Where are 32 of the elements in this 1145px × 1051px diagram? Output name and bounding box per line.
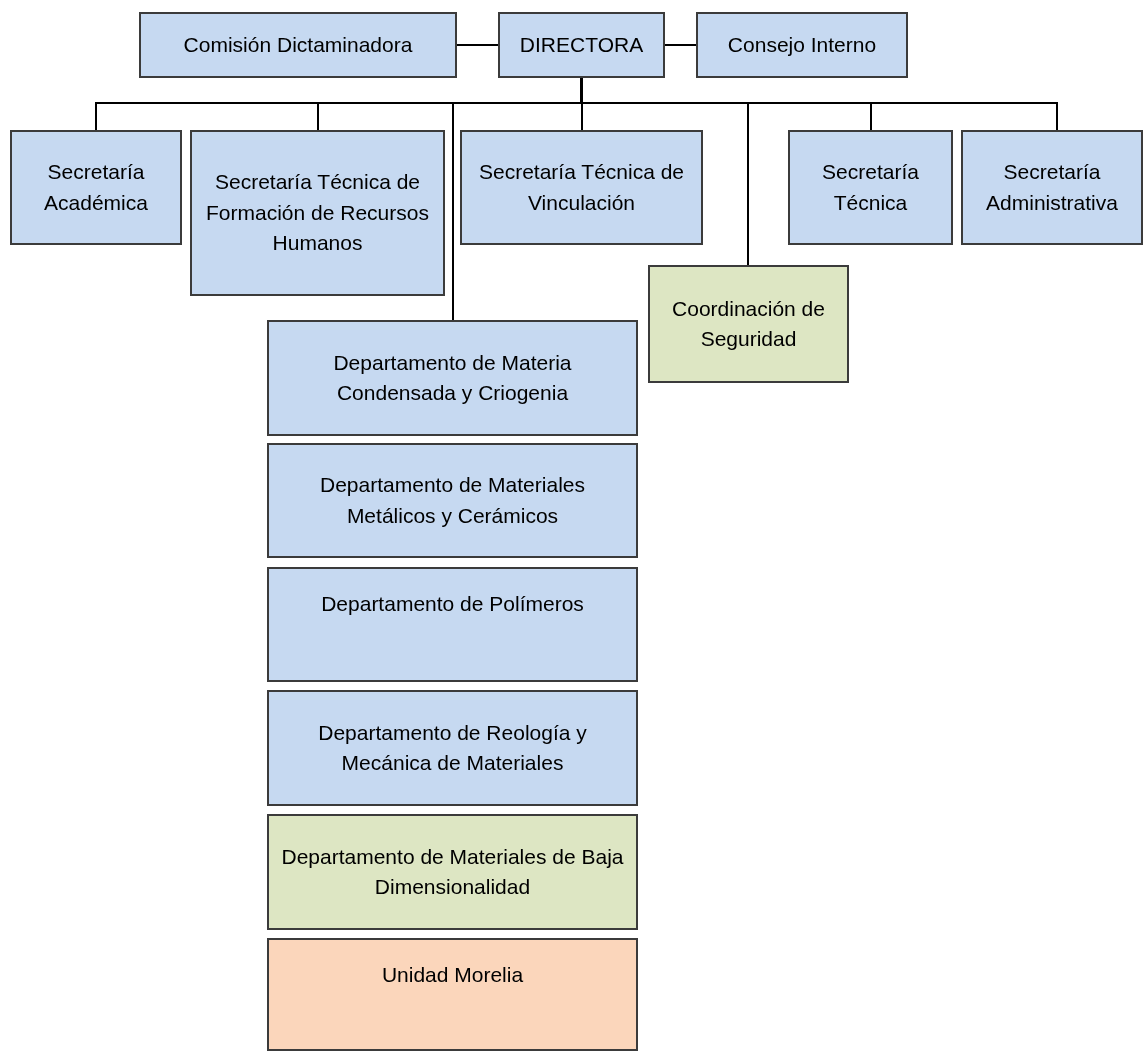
unit-name: Unidad Morelia xyxy=(381,962,524,988)
unit-name: Coordinación de Seguridad xyxy=(671,295,826,352)
org-unit-box xyxy=(648,265,849,383)
org-unit-box xyxy=(267,567,638,682)
org-unit-box xyxy=(961,130,1143,245)
unit-name: Departamento de Polímeros xyxy=(321,591,584,617)
connector-line xyxy=(664,44,697,46)
unit-name: Secretaría Técnica de Vinculación xyxy=(477,159,686,216)
org-unit-box xyxy=(267,814,638,930)
unit-name: Secretaría Técnica xyxy=(821,159,920,216)
org-unit-box xyxy=(267,938,638,1051)
org-unit-box xyxy=(267,690,638,806)
unit-name: Departamento de Reología y Mecánica de Materiales xyxy=(317,719,588,776)
org-unit-box xyxy=(788,130,953,245)
unit-name: Comisión Dictaminadora xyxy=(183,31,413,58)
connector-line xyxy=(456,44,499,46)
org-unit-box xyxy=(139,12,457,78)
org-unit-box xyxy=(267,320,638,436)
unit-name: Consejo Interno xyxy=(727,31,877,58)
unit-name: Departamento de Materiales de Baja Dimensionalidad xyxy=(280,843,625,900)
unit-name: Secretaría Académica xyxy=(43,159,149,216)
org-unit-box xyxy=(267,443,638,558)
org-unit-box xyxy=(190,130,445,296)
org-unit-box xyxy=(696,12,908,78)
org-unit-box xyxy=(460,130,703,245)
unit-name: Secretaría Técnica de Formación de Recursos Humanos xyxy=(205,169,430,257)
org-unit-box xyxy=(10,130,182,245)
unit-name: Secretaría Administrativa xyxy=(985,159,1119,216)
org-unit-box xyxy=(498,12,665,78)
unit-name: Departamento de Materia Condensada y Criogenia xyxy=(332,349,573,406)
unit-name: Departamento de Materiales Metálicos y Cerámicos xyxy=(319,472,586,529)
unit-name: DIRECTORA xyxy=(519,31,644,58)
